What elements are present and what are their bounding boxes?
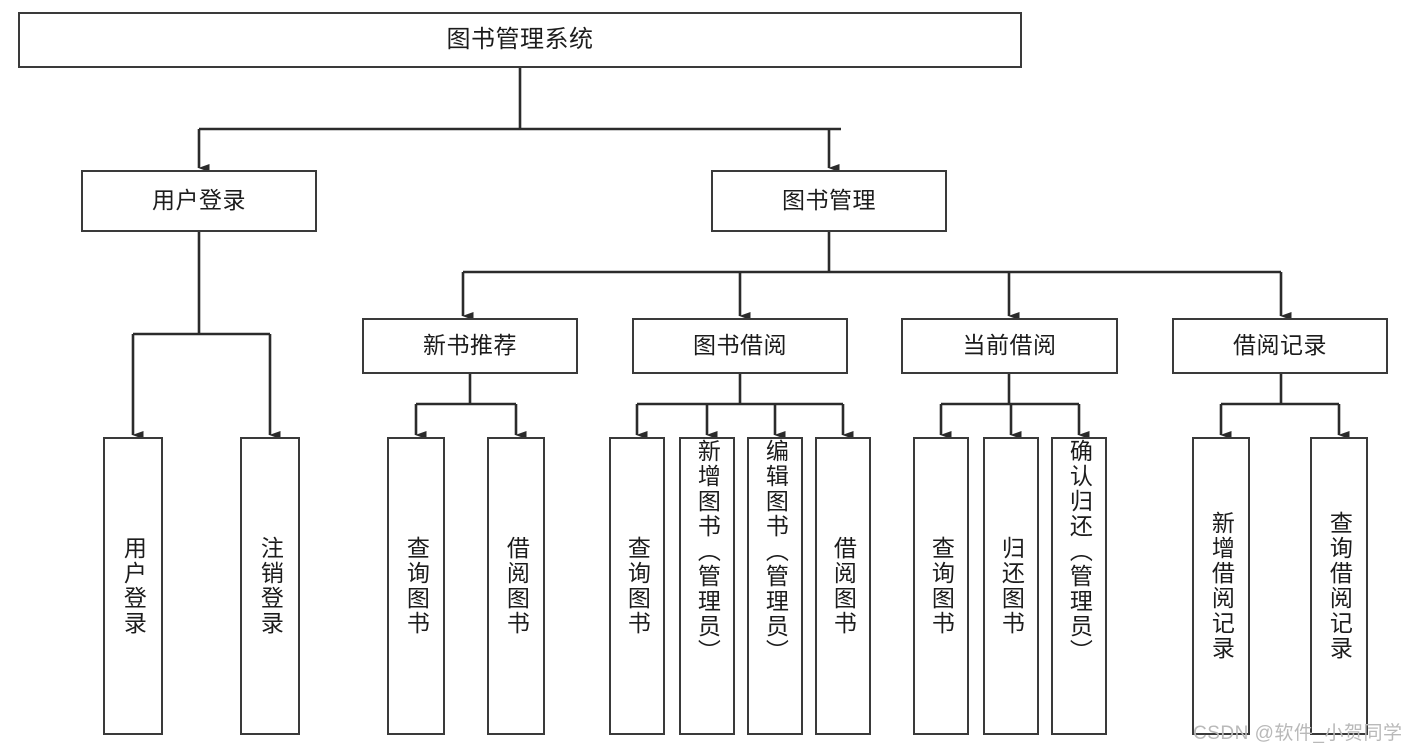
node-leaf-logout[interactable]: 注销登录 (240, 437, 300, 735)
node-leaf-add-borrow-record[interactable]: 新增借阅记录 (1192, 437, 1250, 735)
node-book-borrow-label: 图书借阅 (693, 332, 787, 359)
node-leaf-return-book[interactable]: 归还图书 (983, 437, 1039, 735)
node-leaf-return-book-label: 归还图书 (998, 536, 1025, 636)
node-book-management[interactable]: 图书管理 (711, 170, 947, 232)
node-book-management-label: 图书管理 (782, 187, 876, 214)
node-leaf-borrow-book-label: 借阅图书 (830, 536, 857, 636)
node-leaf-edit-book-admin-label: 编辑图书（管理员） (762, 439, 789, 664)
node-leaf-edit-book-admin[interactable]: 编辑图书（管理员） (747, 437, 803, 735)
node-root-label: 图书管理系统 (446, 25, 594, 53)
node-new-book-recommend[interactable]: 新书推荐 (362, 318, 578, 374)
node-leaf-query-book-current-label: 查询图书 (928, 536, 955, 636)
node-leaf-query-book-recommend-label: 查询图书 (403, 536, 430, 636)
node-leaf-user-login[interactable]: 用户登录 (103, 437, 163, 735)
node-leaf-logout-label: 注销登录 (257, 536, 284, 636)
node-user-login-label: 用户登录 (152, 187, 246, 214)
node-leaf-borrow-book-recommend-label: 借阅图书 (503, 536, 530, 636)
node-leaf-query-borrow-record[interactable]: 查询借阅记录 (1310, 437, 1368, 735)
node-leaf-query-borrow-record-label: 查询借阅记录 (1326, 511, 1353, 661)
node-leaf-add-book-admin-label: 新增图书（管理员） (694, 439, 721, 664)
node-leaf-borrow-book-recommend[interactable]: 借阅图书 (487, 437, 545, 735)
node-current-borrow[interactable]: 当前借阅 (901, 318, 1118, 374)
node-leaf-confirm-return-admin-label: 确认归还（管理员） (1066, 439, 1093, 664)
node-leaf-user-login-label: 用户登录 (120, 536, 147, 636)
node-user-login[interactable]: 用户登录 (81, 170, 317, 232)
node-root[interactable]: 图书管理系统 (18, 12, 1022, 68)
node-leaf-query-book-borrow-label: 查询图书 (624, 536, 651, 636)
node-book-borrow[interactable]: 图书借阅 (632, 318, 848, 374)
node-current-borrow-label: 当前借阅 (962, 332, 1057, 359)
node-borrow-record[interactable]: 借阅记录 (1172, 318, 1388, 374)
node-leaf-confirm-return-admin[interactable]: 确认归还（管理员） (1051, 437, 1107, 735)
node-borrow-record-label: 借阅记录 (1233, 332, 1327, 359)
node-leaf-borrow-book[interactable]: 借阅图书 (815, 437, 871, 735)
node-leaf-query-book-current[interactable]: 查询图书 (913, 437, 969, 735)
node-leaf-add-borrow-record-label: 新增借阅记录 (1208, 511, 1235, 661)
node-leaf-add-book-admin[interactable]: 新增图书（管理员） (679, 437, 735, 735)
node-leaf-query-book-borrow[interactable]: 查询图书 (609, 437, 665, 735)
node-leaf-query-book-recommend[interactable]: 查询图书 (387, 437, 445, 735)
node-new-book-recommend-label: 新书推荐 (423, 332, 517, 359)
